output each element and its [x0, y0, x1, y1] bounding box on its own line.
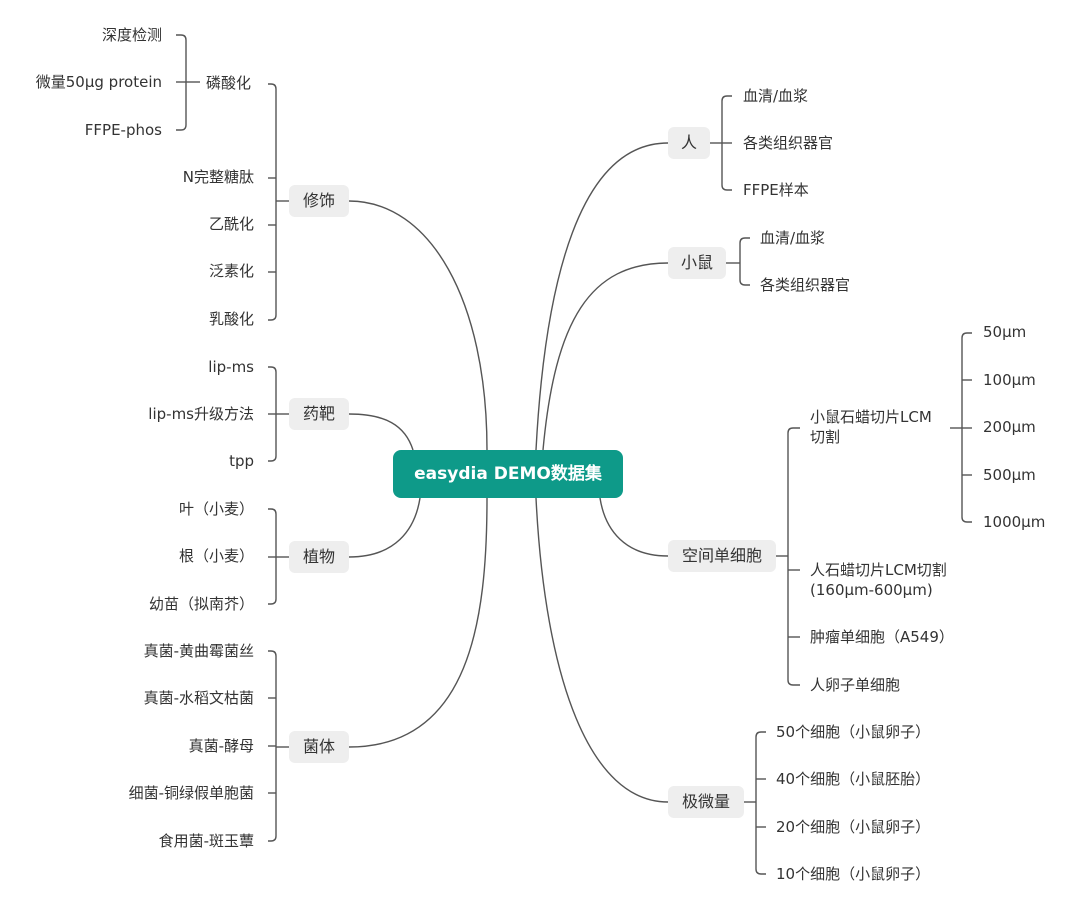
- connector-4: [535, 142, 669, 451]
- plant-leaf-seedling[interactable]: 幼苗（拟南芥）: [148, 595, 254, 613]
- connector-32: [787, 427, 800, 686]
- connector-8: [268, 83, 277, 321]
- spatial-mouse-lcm-line2: 切割: [810, 428, 841, 446]
- spatial-mouse-lcm-line1: 小鼠石蜡切片LCM: [810, 408, 932, 426]
- branch-spatial[interactable]: 空间单细胞: [668, 540, 776, 572]
- phos-leaf-ffpe[interactable]: FFPE-phos: [84, 121, 162, 139]
- phos-leaf-micro[interactable]: 微量50μg protein: [35, 73, 162, 91]
- spatial-tumor[interactable]: 肿瘤单细胞（A549）: [810, 628, 954, 646]
- trace-leaf-10[interactable]: 10个细胞（小鼠卵子）: [776, 865, 931, 883]
- spatial-oocyte[interactable]: 人卵子单细胞: [810, 676, 901, 694]
- mod-leaf-glyco[interactable]: N完整糖肽: [182, 168, 254, 186]
- branch-human[interactable]: 人: [668, 127, 710, 159]
- lcm-size-500[interactable]: 500μm: [983, 466, 1036, 484]
- human-leaf-serum[interactable]: 血清/血浆: [743, 87, 809, 105]
- spatial-human-lcm-line2: (160μm-600μm): [810, 581, 933, 599]
- microbe-leaf-5[interactable]: 食用菌-斑玉蕈: [158, 832, 254, 850]
- lcm-size-200[interactable]: 200μm: [983, 418, 1036, 436]
- connector-6: [599, 497, 669, 557]
- mod-leaf-ubiquitin[interactable]: 泛素化: [208, 262, 254, 280]
- root-node[interactable]: easydia DEMO数据集: [393, 450, 623, 498]
- connector-7: [535, 497, 669, 803]
- branch-mouse[interactable]: 小鼠: [668, 247, 726, 279]
- target-leaf-tpp[interactable]: tpp: [229, 452, 254, 470]
- connector-41: [755, 731, 766, 875]
- human-leaf-ffpe[interactable]: FFPE样本: [743, 181, 809, 199]
- branch-microbe[interactable]: 菌体: [289, 731, 349, 763]
- branch-trace[interactable]: 极微量: [668, 786, 744, 818]
- spatial-human-lcm[interactable]: 人石蜡切片LCM切割 (160μm-600μm): [810, 560, 990, 600]
- human-leaf-tissue[interactable]: 各类组织器官: [743, 134, 834, 152]
- microbe-leaf-4[interactable]: 细菌-铜绿假单胞菌: [128, 784, 254, 802]
- plant-leaf-root[interactable]: 根（小麦）: [178, 547, 254, 565]
- mod-leaf-lactyl[interactable]: 乳酸化: [208, 310, 254, 328]
- trace-leaf-50[interactable]: 50个细胞（小鼠卵子）: [776, 723, 931, 741]
- microbe-leaf-3[interactable]: 真菌-酵母: [188, 737, 254, 755]
- branch-target[interactable]: 药靶: [289, 398, 349, 430]
- lcm-size-100[interactable]: 100μm: [983, 371, 1036, 389]
- connector-0: [348, 200, 488, 451]
- connector-3: [348, 497, 488, 748]
- spatial-human-lcm-line1: 人石蜡切片LCM切割: [810, 561, 947, 579]
- lcm-size-1000[interactable]: 1000μm: [983, 513, 1046, 531]
- connector-30: [739, 237, 750, 286]
- mod-leaf-acetyl[interactable]: 乙酰化: [208, 215, 254, 233]
- trace-leaf-20[interactable]: 20个细胞（小鼠卵子）: [776, 818, 931, 836]
- target-leaf-lipms-upgrade[interactable]: lip-ms升级方法: [148, 405, 254, 423]
- trace-leaf-40[interactable]: 40个细胞（小鼠胚胎）: [776, 770, 931, 788]
- microbe-leaf-1[interactable]: 真菌-黄曲霉菌丝: [143, 642, 254, 660]
- microbe-leaf-2[interactable]: 真菌-水稻文枯菌: [143, 689, 254, 707]
- phos-leaf-deep[interactable]: 深度检测: [101, 26, 162, 44]
- mouse-leaf-tissue[interactable]: 各类组织器官: [760, 276, 851, 294]
- connector-1: [348, 413, 414, 451]
- branch-plant[interactable]: 植物: [289, 541, 349, 573]
- connector-2: [348, 497, 421, 558]
- connector-5: [542, 262, 669, 451]
- branch-phosphorylation[interactable]: 磷酸化: [206, 74, 252, 92]
- plant-leaf-leaf[interactable]: 叶（小麦）: [178, 500, 254, 518]
- branch-modification[interactable]: 修饰: [289, 185, 349, 217]
- lcm-size-50[interactable]: 50μm: [983, 323, 1027, 341]
- spatial-mouse-lcm[interactable]: 小鼠石蜡切片LCM 切割: [810, 407, 950, 447]
- target-leaf-lipms[interactable]: lip-ms: [208, 358, 254, 376]
- mouse-leaf-serum[interactable]: 血清/血浆: [760, 229, 826, 247]
